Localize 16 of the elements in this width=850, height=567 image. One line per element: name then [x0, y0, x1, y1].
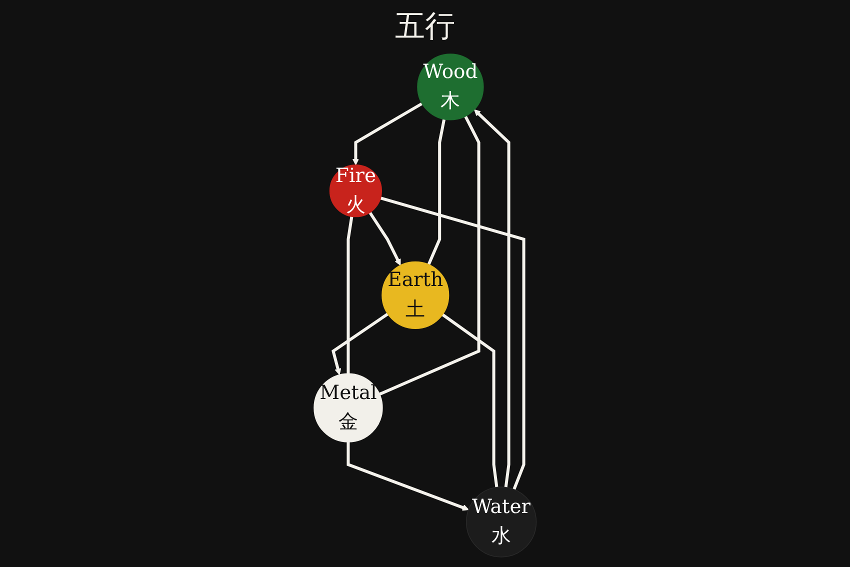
arrow [352, 102, 423, 166]
connector [346, 216, 354, 374]
arrow [331, 312, 388, 376]
node-circle: Fire 火 [329, 164, 382, 218]
connector [427, 119, 446, 266]
center-label: 五行 [395, 9, 455, 44]
node-circle: Water 水 [466, 486, 536, 558]
arrow [346, 442, 469, 511]
connector [378, 116, 480, 396]
node-circle: Wood 木 [416, 54, 484, 120]
node-circle: Metal 金 [314, 373, 383, 442]
connector [442, 313, 498, 488]
node-circle: Earth 土 [381, 261, 450, 329]
connector [380, 196, 526, 490]
arrow [368, 212, 401, 266]
arrow [474, 109, 510, 488]
